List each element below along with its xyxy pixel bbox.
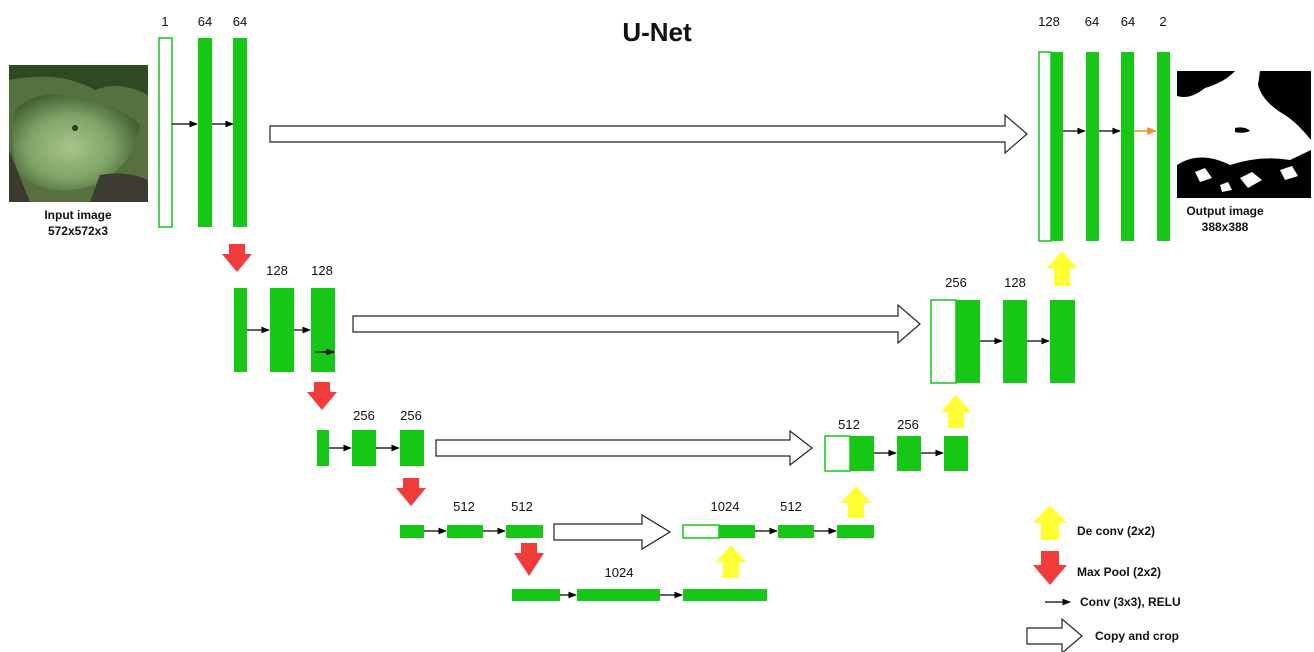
legend-deconv-icon	[1033, 505, 1067, 540]
diagram-title: U-Net	[622, 17, 692, 47]
legend-maxpool-icon	[1033, 551, 1067, 585]
legend-maxpool-label: Max Pool (2x2)	[1077, 565, 1161, 579]
legend-conv-label: Conv (3x3), RELU	[1080, 595, 1181, 609]
legend-copy-icon	[1026, 617, 1083, 652]
copy-crop-arrow-l1	[269, 113, 1028, 155]
feature-map-l4-a	[447, 525, 483, 538]
output-image-caption-size: 388x388	[1202, 220, 1249, 234]
feature-map-l4-b	[506, 525, 543, 538]
channel-label-u1-b: 64	[1085, 14, 1099, 29]
feature-map-l3-in	[317, 430, 329, 466]
input-image	[9, 65, 148, 202]
channel-label-u3-a: 512	[838, 417, 860, 432]
feature-map-l1-input	[158, 37, 173, 228]
channel-label-u1-a: 128	[1038, 14, 1060, 29]
feature-map-bottom-in	[512, 589, 560, 601]
channel-label-u2-a: 256	[945, 275, 967, 290]
feature-map-u3-upsampled	[850, 436, 874, 471]
channel-label-u3-b: 256	[897, 417, 919, 432]
deconv-arrow-2	[941, 395, 971, 428]
feature-map-u1-upsampled	[1051, 52, 1063, 241]
copy-crop-arrow-l4	[553, 513, 672, 551]
feature-map-u1-copied	[1038, 51, 1052, 242]
channel-label-u4-b: 512	[780, 499, 802, 514]
feature-map-u2-b	[1050, 300, 1075, 383]
feature-map-bottom-a	[577, 589, 660, 601]
output-image-caption-name: Output image	[1186, 204, 1264, 218]
feature-map-u2-copied	[930, 299, 957, 384]
legend-deconv-label: De conv (2x2)	[1077, 524, 1155, 538]
channel-label-u2-b: 128	[1004, 275, 1026, 290]
channel-label-l1-input: 1	[161, 14, 168, 29]
feature-map-l2-in	[234, 288, 247, 372]
channel-label-l1-a: 64	[198, 14, 212, 29]
deconv-arrow-1	[1047, 251, 1077, 286]
deconv-arrow-3	[841, 486, 871, 518]
channel-label-l2-b: 128	[311, 263, 333, 278]
output-image	[1177, 71, 1311, 198]
channel-label-u1-d: 2	[1159, 14, 1166, 29]
feature-map-l2-a	[270, 288, 294, 372]
feature-map-u1-output	[1157, 52, 1170, 241]
feature-map-u2-upsampled	[956, 300, 980, 383]
feature-map-u3-b	[944, 436, 968, 471]
maxpool-arrow-4	[514, 543, 544, 576]
feature-map-l1-a	[198, 38, 212, 227]
feature-map-u1-b	[1121, 52, 1134, 241]
feature-map-u3-copied	[824, 435, 851, 472]
feature-map-l3-a	[352, 430, 376, 466]
maxpool-arrow-2	[307, 382, 337, 410]
feature-map-u4-copied	[682, 524, 720, 539]
channel-label-l3-b: 256	[400, 408, 422, 423]
input-image-caption-size: 572x572x3	[48, 224, 108, 238]
copy-crop-arrow-l2	[352, 303, 921, 345]
feature-map-u4-upsampled	[719, 525, 755, 538]
channel-label-u1-c: 64	[1121, 14, 1135, 29]
maxpool-arrow-1	[222, 244, 252, 272]
legend-copy-label: Copy and crop	[1095, 629, 1179, 643]
feature-map-l4-in	[400, 525, 424, 538]
channel-label-l2-a: 128	[266, 263, 288, 278]
feature-map-bottom-b	[683, 589, 767, 601]
feature-map-u1-a	[1086, 52, 1099, 241]
feature-map-l1-b	[233, 38, 247, 227]
feature-map-u4-b	[837, 525, 874, 538]
feature-map-l2-b	[311, 288, 335, 372]
channel-label-u4-a: 1024	[711, 499, 740, 514]
channel-label-bottom: 1024	[605, 565, 634, 580]
feature-map-l3-b	[400, 430, 424, 466]
channel-label-l4-b: 512	[511, 499, 533, 514]
maxpool-arrow-3	[396, 478, 426, 506]
copy-crop-arrow-l3	[435, 429, 813, 467]
feature-map-u3-a	[897, 436, 921, 471]
channel-label-l1-b: 64	[233, 14, 247, 29]
channel-label-l4-a: 512	[453, 499, 475, 514]
feature-map-u2-a	[1003, 300, 1027, 383]
channel-label-l3-a: 256	[353, 408, 375, 423]
legend: De conv (2x2) Max Pool (2x2) Conv (3x3),…	[1026, 505, 1181, 652]
feature-map-u4-a	[778, 525, 814, 538]
input-image-caption-name: Input image	[44, 208, 112, 222]
deconv-arrow-4	[716, 545, 746, 578]
